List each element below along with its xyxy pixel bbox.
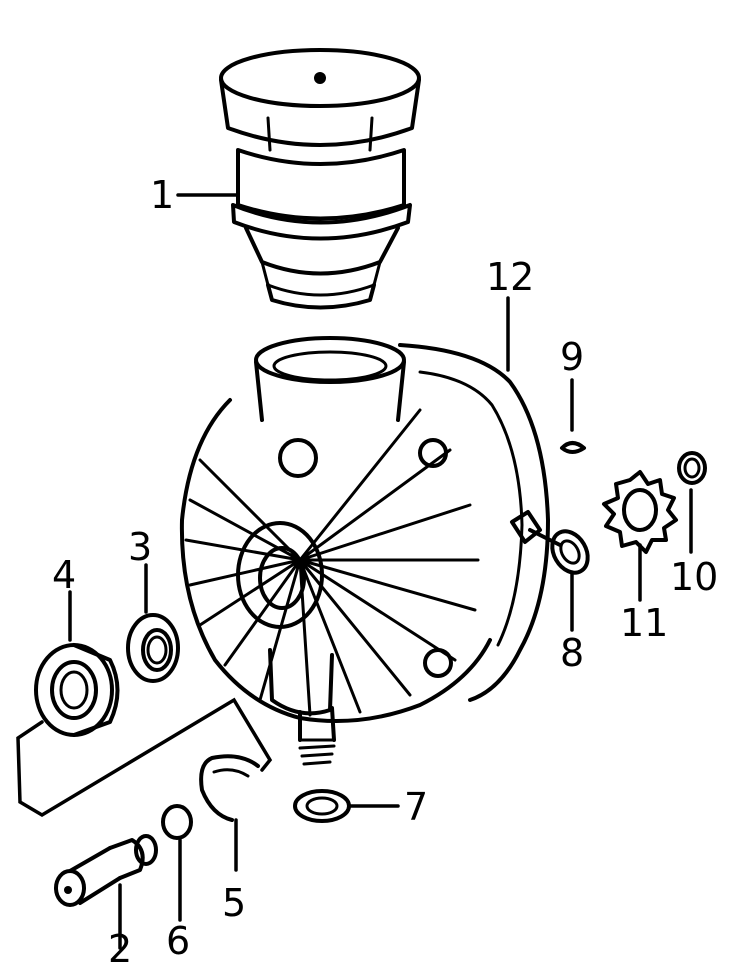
assembly-bracket — [16, 697, 273, 818]
callout-3: 3 — [128, 525, 152, 569]
part-3-small-bearing — [126, 613, 180, 683]
callout-9: 9 — [560, 335, 584, 379]
part-11-gear — [602, 470, 678, 554]
part-5-clip — [199, 754, 260, 822]
callout-leaders — [68, 193, 693, 950]
part-1-cap — [219, 48, 421, 310]
callout-1: 1 — [150, 173, 174, 217]
part-2-shaft — [54, 834, 158, 907]
part-6-oring — [161, 804, 193, 840]
callout-11: 11 — [620, 601, 668, 645]
callout-10: 10 — [670, 555, 718, 599]
callout-labels: 1 2 3 4 5 6 7 8 9 10 11 12 — [52, 173, 718, 963]
callout-7: 7 — [404, 785, 428, 829]
callout-12: 12 — [486, 255, 534, 299]
part-10-ring — [677, 451, 707, 485]
part-7-washer — [293, 789, 351, 823]
part-12-housing — [179, 336, 550, 766]
part-8-banjo — [528, 528, 590, 575]
callout-5: 5 — [222, 881, 246, 925]
part-9-key — [560, 441, 586, 454]
part-4-large-bearing — [34, 643, 120, 737]
callout-2: 2 — [108, 927, 132, 963]
callout-6: 6 — [166, 919, 190, 963]
callout-4: 4 — [52, 553, 76, 597]
callout-8: 8 — [560, 631, 584, 675]
